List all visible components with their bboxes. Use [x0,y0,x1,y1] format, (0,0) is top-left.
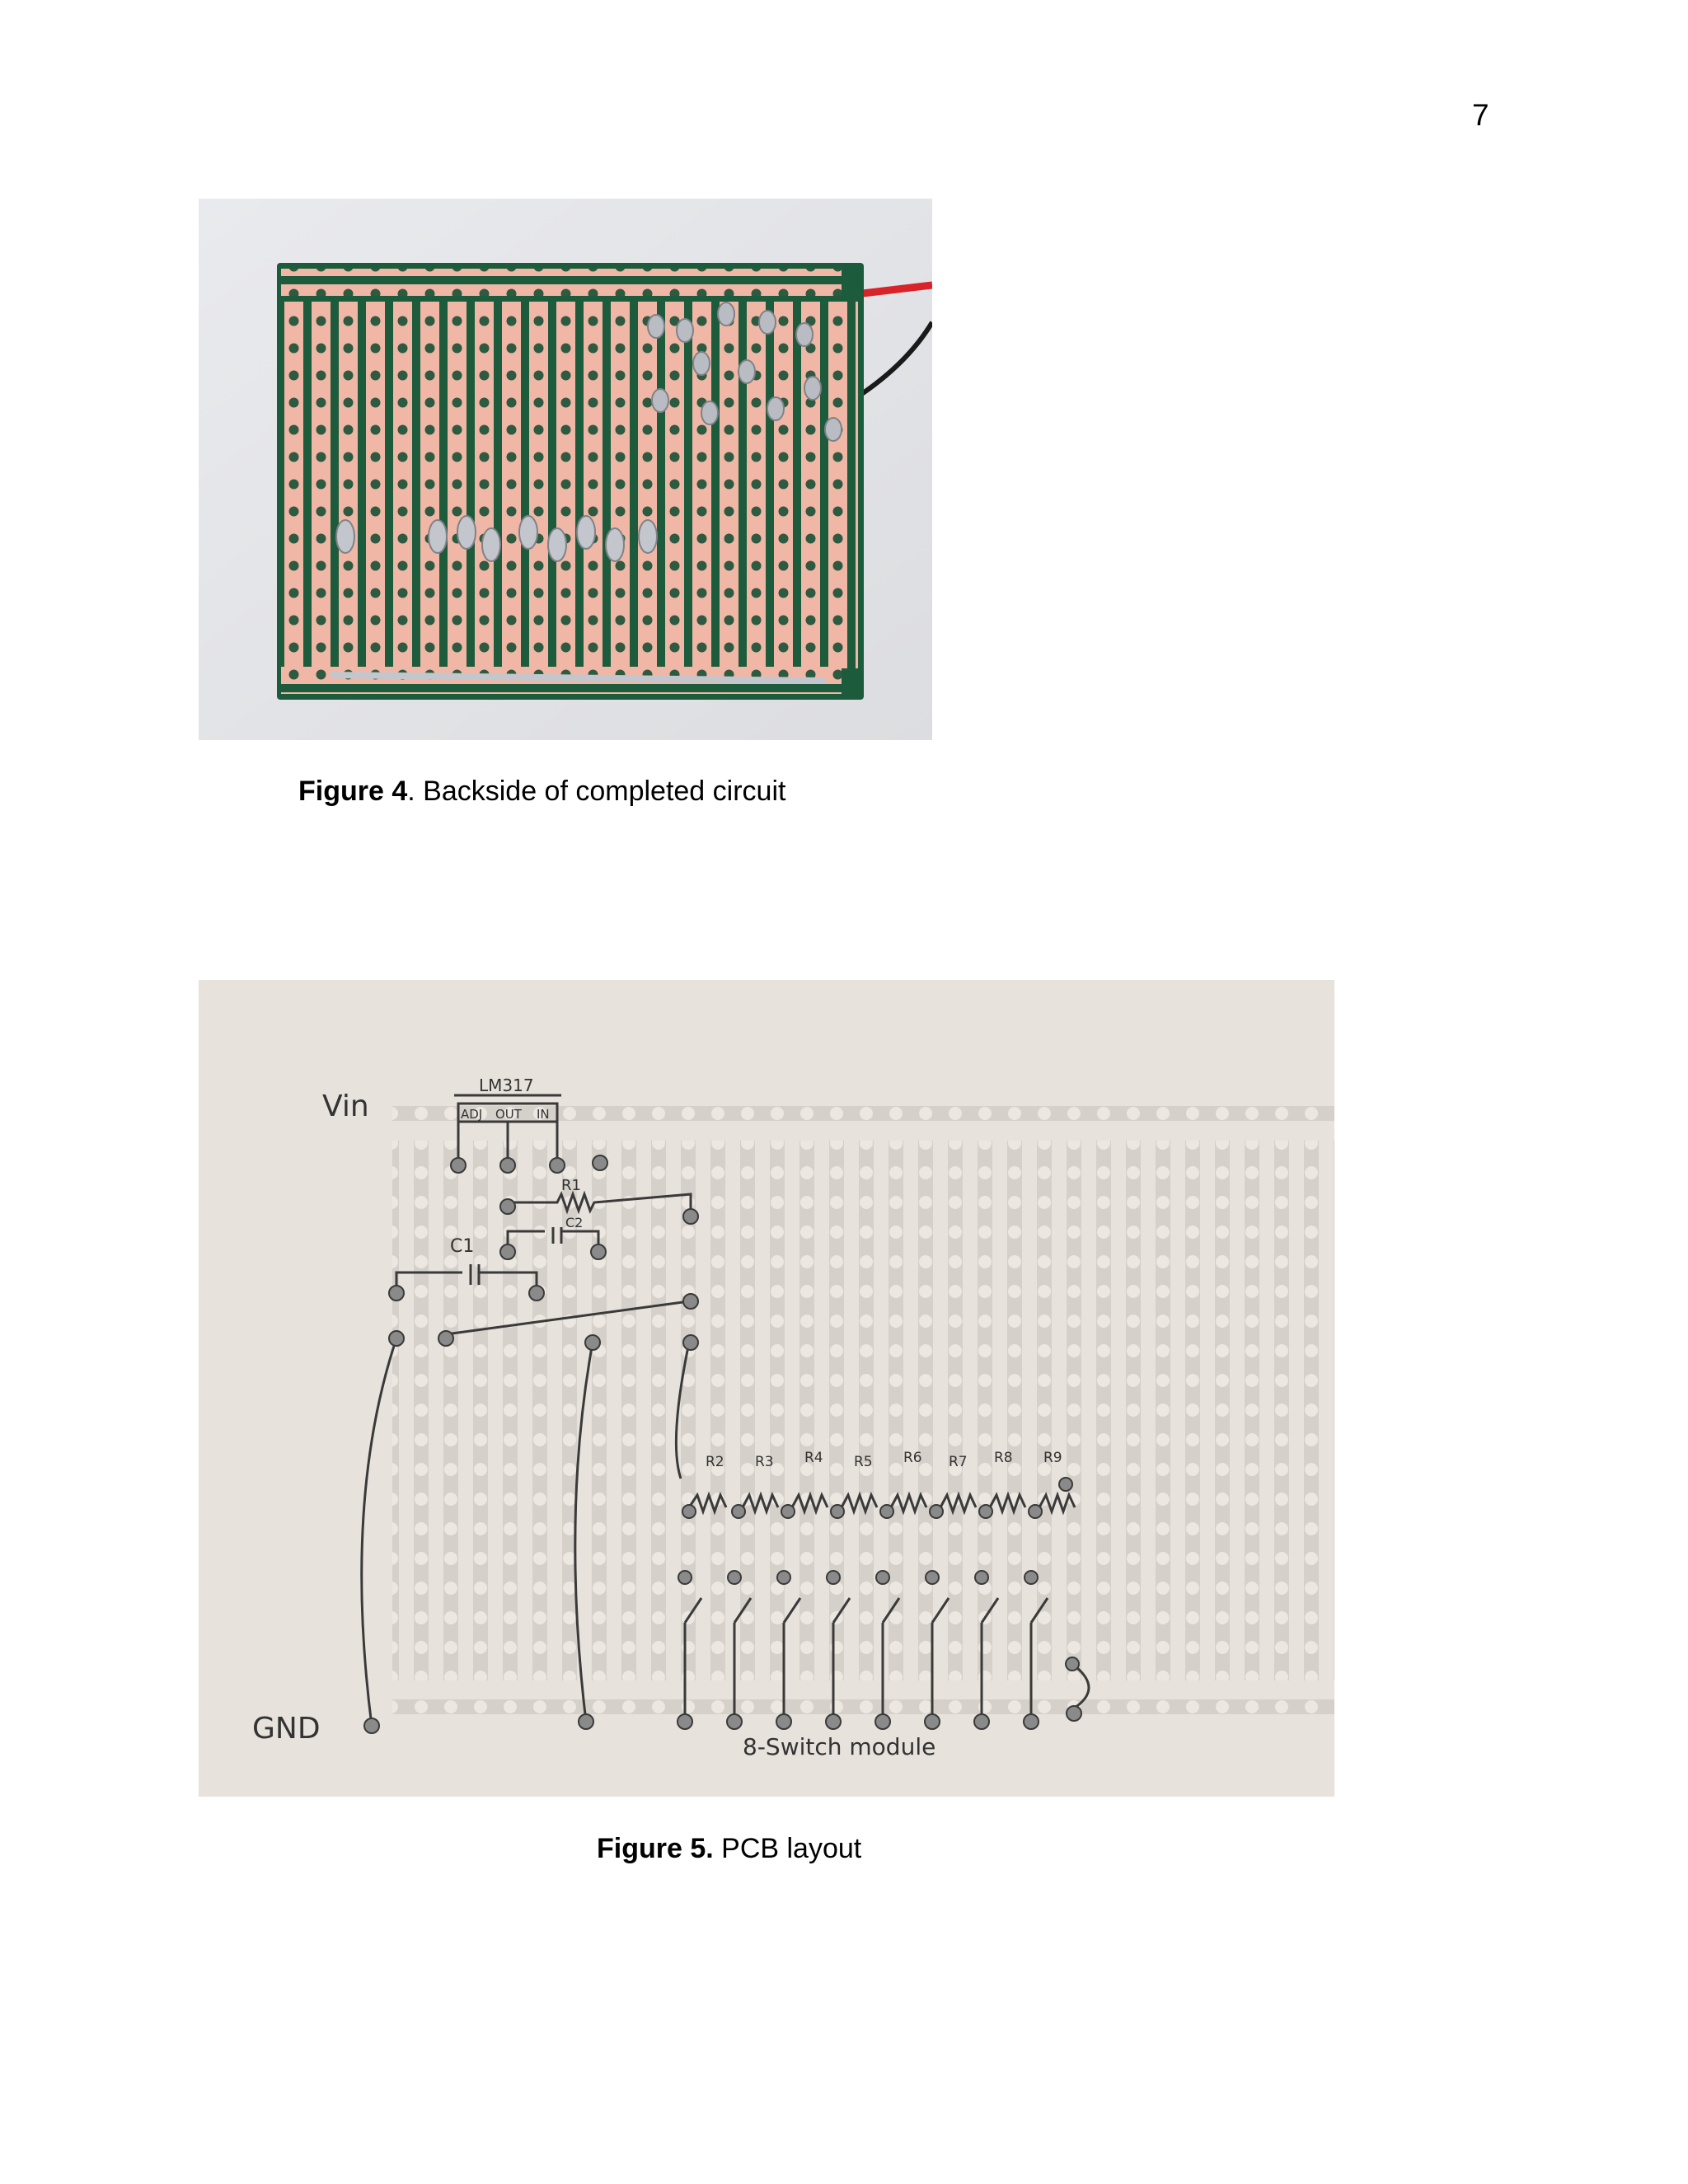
r2-label: R2 [706,1454,724,1470]
figure-5-caption-text: PCB layout [713,1833,862,1864]
r1-label: R1 [561,1177,581,1194]
module-label: 8-Switch module [743,1733,935,1760]
r3-label: R3 [755,1454,774,1470]
r9-label: R9 [1043,1450,1062,1466]
r5-label: R5 [854,1454,873,1470]
figure-5-sketch: Vin LM317 ADJ OUT IN R1 C1 C2 R2 R3 R4 R… [199,980,1334,1797]
regulator-label: LM317 [479,1076,534,1095]
page-number: 7 [1472,98,1489,132]
r4-label: R4 [804,1450,823,1466]
figure-4-label: Figure 4 [298,776,408,807]
pin-adj-label: ADJ [461,1107,482,1122]
c2-label: C2 [565,1215,583,1230]
r7-label: R7 [949,1454,968,1470]
pin-out-label: OUT [495,1107,523,1122]
figure-5-label: Figure 5. [597,1833,714,1864]
pin-in-label: IN [537,1107,550,1122]
r6-label: R6 [903,1450,922,1466]
c1-label: C1 [450,1236,474,1257]
vin-label: Vin [322,1090,369,1123]
gnd-label: GND [252,1712,321,1746]
figure-4-photo [199,199,932,740]
r8-label: R8 [994,1450,1013,1466]
figure-4-caption: Figure 4. Backside of completed circuit [298,775,785,808]
figure-5-caption: Figure 5. PCB layout [597,1832,861,1865]
figure-4-caption-text: . Backside of completed circuit [407,776,786,807]
